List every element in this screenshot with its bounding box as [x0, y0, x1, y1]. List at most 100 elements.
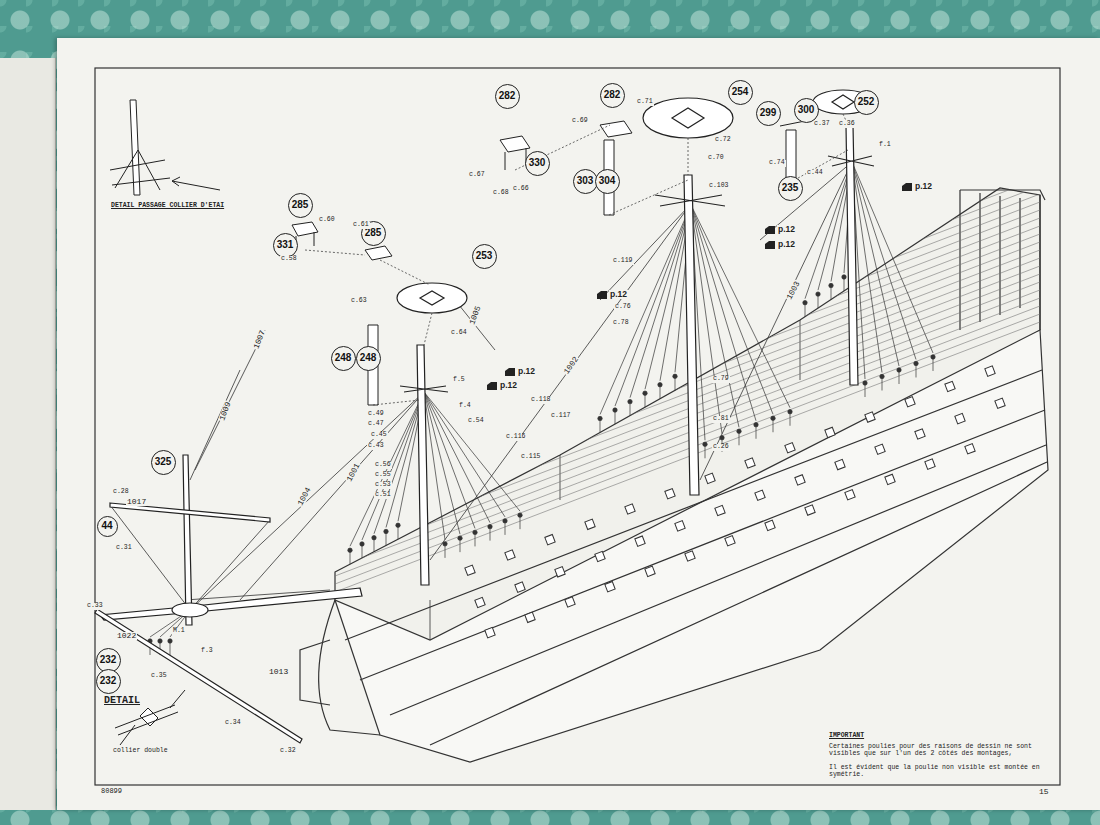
gun-port	[475, 597, 485, 607]
chain-plate	[475, 534, 476, 546]
callout-circle: 232	[96, 669, 121, 694]
chain-plate	[660, 387, 661, 399]
deadeye	[829, 283, 833, 287]
deadeye	[720, 436, 724, 440]
part-label: c.44	[806, 170, 824, 177]
chain-plate	[865, 385, 866, 397]
gun-port	[635, 536, 645, 546]
chain-plate	[445, 546, 446, 558]
part-label: c.45	[370, 432, 388, 439]
chain-plate	[705, 446, 706, 458]
chain-plate	[805, 305, 806, 317]
line-number: 1009	[218, 400, 233, 423]
gun-port	[645, 566, 655, 576]
callout-circle: 303	[573, 169, 598, 194]
deadeye	[458, 536, 462, 540]
callout-number: 253	[476, 251, 493, 261]
masts-and-spars	[684, 175, 699, 495]
masts-and-spars	[420, 291, 444, 305]
part-label: c.115	[520, 454, 542, 461]
gun-port	[755, 490, 765, 500]
callout-number: 325	[155, 457, 172, 467]
part-label: c.28	[112, 489, 130, 496]
callout-number: 331	[277, 240, 294, 250]
part-label: f.5	[452, 377, 466, 384]
callout-circle: 331	[273, 233, 298, 258]
shroud-line	[691, 205, 756, 421]
deadeye	[914, 361, 918, 365]
shroud-line	[615, 205, 691, 406]
part-label: c.58	[280, 256, 298, 263]
shroud-line	[424, 392, 475, 528]
part-label: c.70	[707, 155, 725, 162]
gun-port	[915, 429, 925, 439]
chain-plate	[916, 365, 917, 377]
callout-number: 282	[604, 90, 621, 100]
part-label: c.118	[530, 397, 552, 404]
part-label: c.76	[614, 304, 632, 311]
deadeye	[788, 410, 792, 414]
part-label: c.81	[712, 416, 730, 423]
part-label: f.3	[200, 648, 214, 655]
heading-text: IMPORTANT	[828, 733, 865, 740]
shroud-line	[350, 392, 424, 546]
gun-port	[825, 427, 835, 437]
callout-circle: 254	[728, 80, 753, 105]
part-label: c.60	[318, 217, 336, 224]
gun-port	[665, 489, 675, 499]
chain-plate	[630, 404, 631, 416]
masts-and-spars	[643, 98, 733, 138]
callout-circle: 300	[794, 98, 819, 123]
gun-port	[595, 551, 605, 561]
part-label: M.1	[172, 628, 186, 635]
gun-port	[795, 475, 805, 485]
gun-port	[565, 597, 575, 607]
left-page	[0, 58, 56, 810]
deadeye	[473, 530, 477, 534]
callout-circle: 325	[151, 450, 176, 475]
shroud-line	[691, 205, 790, 408]
masts-and-spars	[100, 588, 362, 620]
hull	[319, 600, 380, 735]
deadeye	[880, 374, 884, 378]
shroud-line	[805, 162, 852, 299]
callout-number: 254	[732, 87, 749, 97]
deadeye	[863, 381, 867, 385]
deadeye	[360, 542, 364, 546]
gun-port	[715, 505, 725, 515]
assembly-guides	[305, 114, 848, 405]
gun-port	[605, 582, 615, 592]
gun-port	[765, 520, 775, 530]
gun-port	[545, 534, 555, 544]
part-label: c.68	[492, 190, 510, 197]
callout-circle: 285	[288, 193, 313, 218]
rigging	[240, 392, 424, 600]
part-label: c.31	[115, 545, 133, 552]
part-label: 1013	[268, 668, 289, 676]
callout-number: 248	[360, 353, 377, 363]
page-reference: p.12	[517, 367, 536, 376]
part-label: c.72	[714, 137, 732, 144]
chain-plate	[374, 540, 375, 552]
chain-plate	[615, 412, 616, 424]
chain-plate	[882, 378, 883, 390]
booklet-icon	[505, 368, 515, 376]
part-label: c.54	[467, 418, 485, 425]
rigging	[700, 162, 852, 480]
chain-plate	[831, 288, 832, 300]
line-number: 1003	[785, 279, 802, 302]
gun-port	[685, 551, 695, 561]
gun-port	[785, 443, 795, 453]
deadeye	[803, 301, 807, 305]
hull	[430, 320, 800, 640]
gun-port	[705, 473, 715, 483]
page-reference: p.12	[499, 381, 518, 390]
callout-circle: 253	[472, 244, 497, 269]
gun-port	[625, 504, 635, 514]
gun-port	[805, 505, 815, 515]
page-frame	[95, 68, 1060, 785]
gun-port	[675, 521, 685, 531]
gun-port	[525, 612, 535, 622]
assembly-guides	[305, 114, 848, 405]
chain-plate	[756, 427, 757, 439]
